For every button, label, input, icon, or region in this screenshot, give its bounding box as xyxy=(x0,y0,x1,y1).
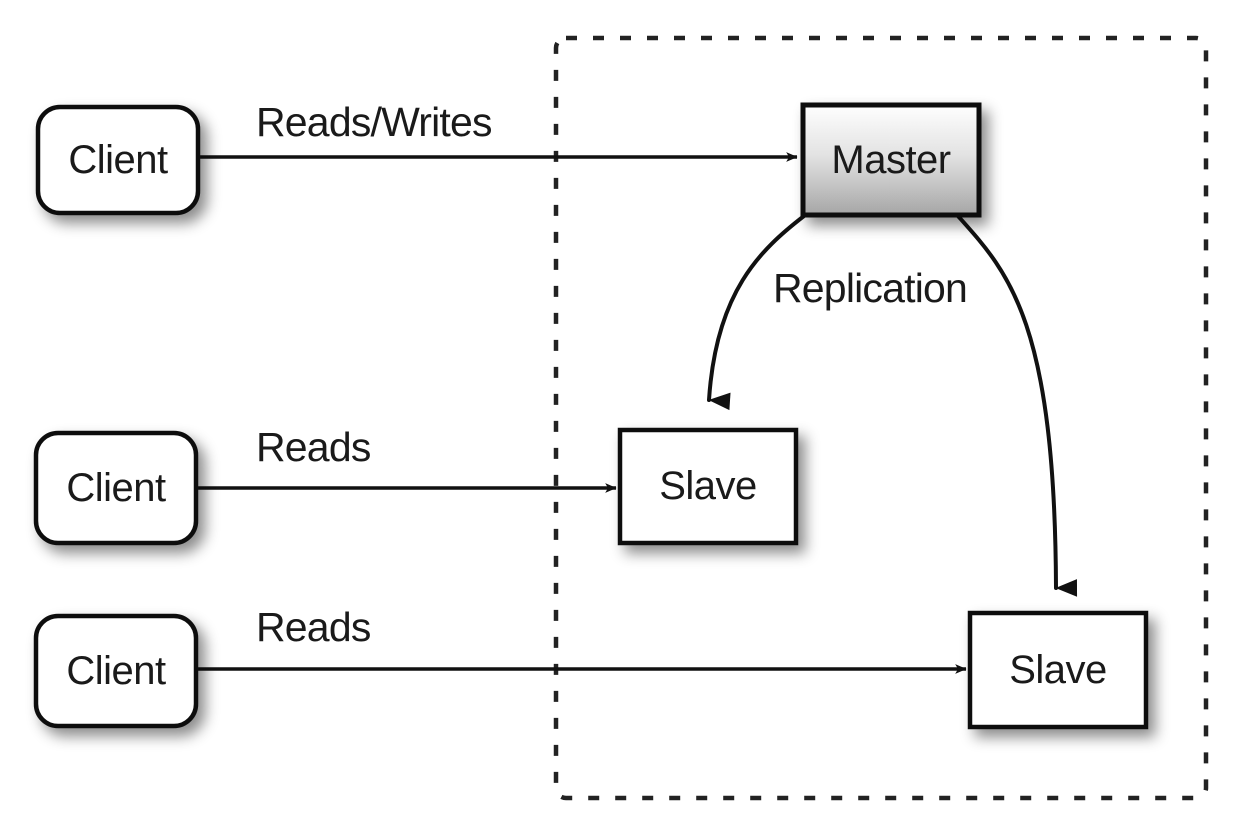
node-client3[interactable] xyxy=(33,613,199,729)
edge-client3-slave2-label: Reads xyxy=(256,604,371,650)
node-slave1[interactable] xyxy=(617,427,799,546)
node-client2[interactable] xyxy=(33,430,199,546)
node-client1[interactable] xyxy=(35,104,201,216)
node-slave2[interactable] xyxy=(967,610,1149,730)
node-master[interactable] xyxy=(800,102,982,218)
edge-master-slave1 xyxy=(707,214,806,411)
edge-master-slave1-label: Replication xyxy=(773,265,968,311)
edge-client1-master-label: Reads/Writes xyxy=(256,99,493,145)
edge-master-slave2 xyxy=(956,214,1078,597)
edge-client2-slave1-label: Reads xyxy=(256,424,371,470)
